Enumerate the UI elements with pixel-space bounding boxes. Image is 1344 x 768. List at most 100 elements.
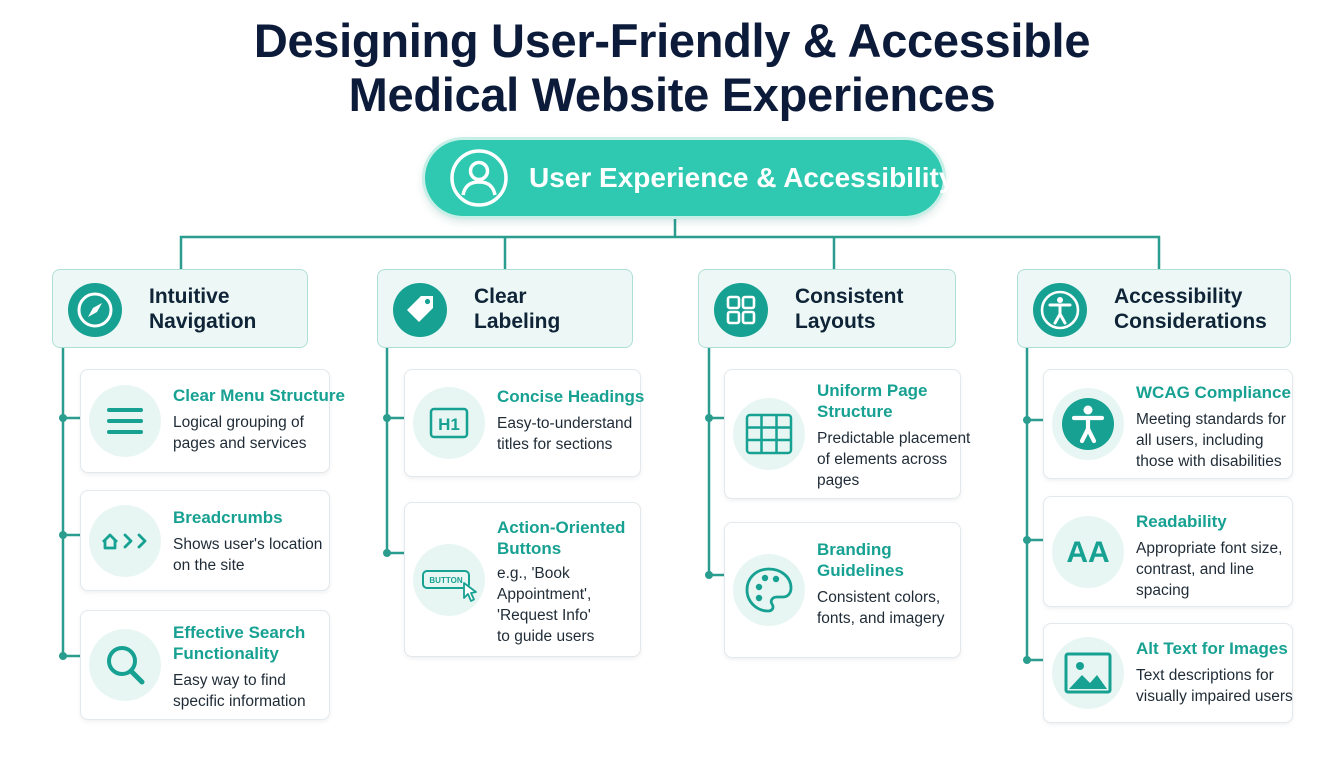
card-title-line: Alt Text for Images (1136, 639, 1288, 658)
card-icon-bg: BUTTON (413, 543, 485, 616)
category-label-line: Considerations (1114, 310, 1267, 333)
card-icon-bg (89, 504, 161, 577)
category-label-line: Accessibility (1114, 285, 1243, 308)
card-text: Readability Appropriate font size, contr… (1136, 511, 1286, 601)
card-desc-line: Easy-to-understand (497, 415, 633, 432)
card-icon-bg (1052, 637, 1124, 709)
card-uniform-page-structure: Uniform Page Structure Predictable place… (724, 369, 971, 499)
card-text: Effective Search Functionality Easy way … (173, 622, 323, 712)
category-label-line: Clear (474, 285, 527, 308)
card-icon-bg (89, 629, 161, 701)
font-size-icon-text: AA (1066, 536, 1109, 569)
root-node: User Experience & Accessibility (425, 140, 954, 216)
card-desc-line: those with disabilities (1136, 453, 1282, 470)
page-title: Designing User-Friendly & Accessible Med… (0, 14, 1344, 122)
user-icon (450, 149, 508, 207)
card-action-oriented-buttons: BUTTON Action-Oriented Buttons e.g., 'Bo… (404, 502, 641, 657)
category-accessibility-considerations: Accessibility Considerations (1017, 269, 1291, 348)
card-alt-text: Alt Text for Images Text descriptions fo… (1043, 623, 1293, 723)
palette-icon (745, 567, 793, 613)
card-title-line: Effective Search (173, 623, 306, 642)
card-desc-line: e.g., 'Book (497, 565, 570, 582)
card-title: Clear Menu Structure (173, 385, 345, 406)
card-title: WCAG Compliance (1136, 382, 1291, 403)
card-desc-line: contrast, and line (1136, 561, 1255, 578)
compass-icon (68, 283, 122, 337)
card-icon-bg (89, 385, 161, 457)
page-title-line: Designing User-Friendly & Accessible (253, 14, 1091, 67)
category-label: Intuitive Navigation (149, 284, 256, 334)
card-title: Uniform Page Structure (817, 380, 954, 422)
category-label: Clear Labeling (474, 284, 560, 334)
card-description: Easy-to-understand titles for sections (497, 413, 634, 455)
card-desc-line: Consistent colors, (817, 589, 941, 606)
card-text: Uniform Page Structure Predictable place… (817, 380, 971, 491)
category-label: Consistent Layouts (795, 284, 904, 334)
card-effective-search: Effective Search Functionality Easy way … (80, 610, 330, 720)
card-title: Concise Headings (497, 386, 644, 407)
card-title-line: Clear Menu Structure (173, 386, 345, 405)
card-desc-line: 'Request Info' (497, 607, 591, 624)
person-accessibility-icon (1062, 398, 1114, 450)
category-label: Accessibility Considerations (1114, 284, 1267, 334)
card-text: Action-Oriented Buttons e.g., 'Book Appo… (497, 517, 634, 647)
button-cursor-icon: BUTTON (422, 569, 477, 602)
card-desc-line: of elements across (817, 451, 948, 468)
accessibility-icon (1033, 283, 1087, 337)
card-desc-line: to guide users (497, 628, 595, 645)
card-desc-line: Appropriate font size, (1136, 540, 1283, 557)
card-description: Predictable placement of elements across… (817, 428, 971, 491)
card-concise-headings: H1 Concise Headings Easy-to-understand t… (404, 369, 644, 477)
tag-icon (393, 283, 447, 337)
category-label-line: Intuitive (149, 285, 230, 308)
card-description: Text descriptions for visually impaired … (1136, 665, 1293, 707)
card-desc-line: all users, including (1136, 432, 1264, 449)
font-size-icon: AA (1066, 536, 1109, 569)
card-desc-line: visually impaired users (1136, 688, 1293, 705)
card-title-line: Readability (1136, 512, 1227, 531)
card-wcag-compliance: WCAG Compliance Meeting standards for al… (1043, 369, 1293, 479)
card-title: Action-Oriented Buttons (497, 517, 634, 559)
breadcrumb-icon (102, 533, 147, 549)
card-icon-bg (733, 554, 805, 626)
card-icon-bg: AA (1052, 515, 1124, 588)
heading-icon: H1 (429, 407, 469, 439)
category-intuitive-navigation: Intuitive Navigation (52, 269, 308, 348)
card-title: Readability (1136, 511, 1286, 532)
card-desc-line: Predictable placement (817, 430, 971, 447)
grid-icon (714, 283, 768, 337)
card-desc-line: pages and services (173, 435, 307, 452)
category-label-line: Consistent (795, 285, 904, 308)
category-label-line: Labeling (474, 310, 561, 333)
card-text: Alt Text for Images Text descriptions fo… (1136, 638, 1293, 707)
category-label-line: Navigation (149, 310, 257, 333)
page-title-line: Medical Website Experiences (348, 68, 996, 121)
card-desc-line: Shows user's location (173, 536, 323, 553)
card-title-line: WCAG Compliance (1136, 383, 1291, 402)
card-description: Meeting standards for all users, includi… (1136, 409, 1286, 472)
card-description: Appropriate font size, contrast, and lin… (1136, 538, 1286, 601)
menu-icon (107, 408, 143, 434)
card-text: WCAG Compliance Meeting standards for al… (1136, 382, 1291, 472)
card-title: Branding Guidelines (817, 539, 954, 581)
card-readability: AA Readability Appropriate font size, co… (1043, 496, 1293, 607)
card-desc-line: Meeting standards for (1136, 411, 1286, 428)
card-description: Shows user's location on the site (173, 534, 323, 576)
card-desc-line: titles for sections (497, 436, 613, 453)
card-desc-line: Logical grouping of (173, 414, 304, 431)
card-title-line: Breadcrumbs (173, 508, 283, 527)
card-description: Consistent colors, fonts, and imagery (817, 587, 954, 629)
card-title: Alt Text for Images (1136, 638, 1288, 659)
card-desc-line: on the site (173, 557, 245, 574)
card-desc-line: spacing (1136, 582, 1190, 599)
card-title: Effective Search Functionality (173, 622, 323, 664)
card-description: Logical grouping of pages and services (173, 412, 323, 454)
card-icon-bg (733, 398, 805, 470)
card-desc-line: Easy way to find (173, 672, 286, 689)
card-title-line: Branding (817, 540, 892, 559)
card-description: Easy way to find specific information (173, 670, 323, 712)
card-desc-line: Text descriptions for (1136, 667, 1274, 684)
card-desc-line: fonts, and imagery (817, 610, 945, 627)
card-breadcrumbs: Breadcrumbs Shows user's location on the… (80, 490, 330, 591)
card-title-line: Structure (817, 402, 893, 421)
